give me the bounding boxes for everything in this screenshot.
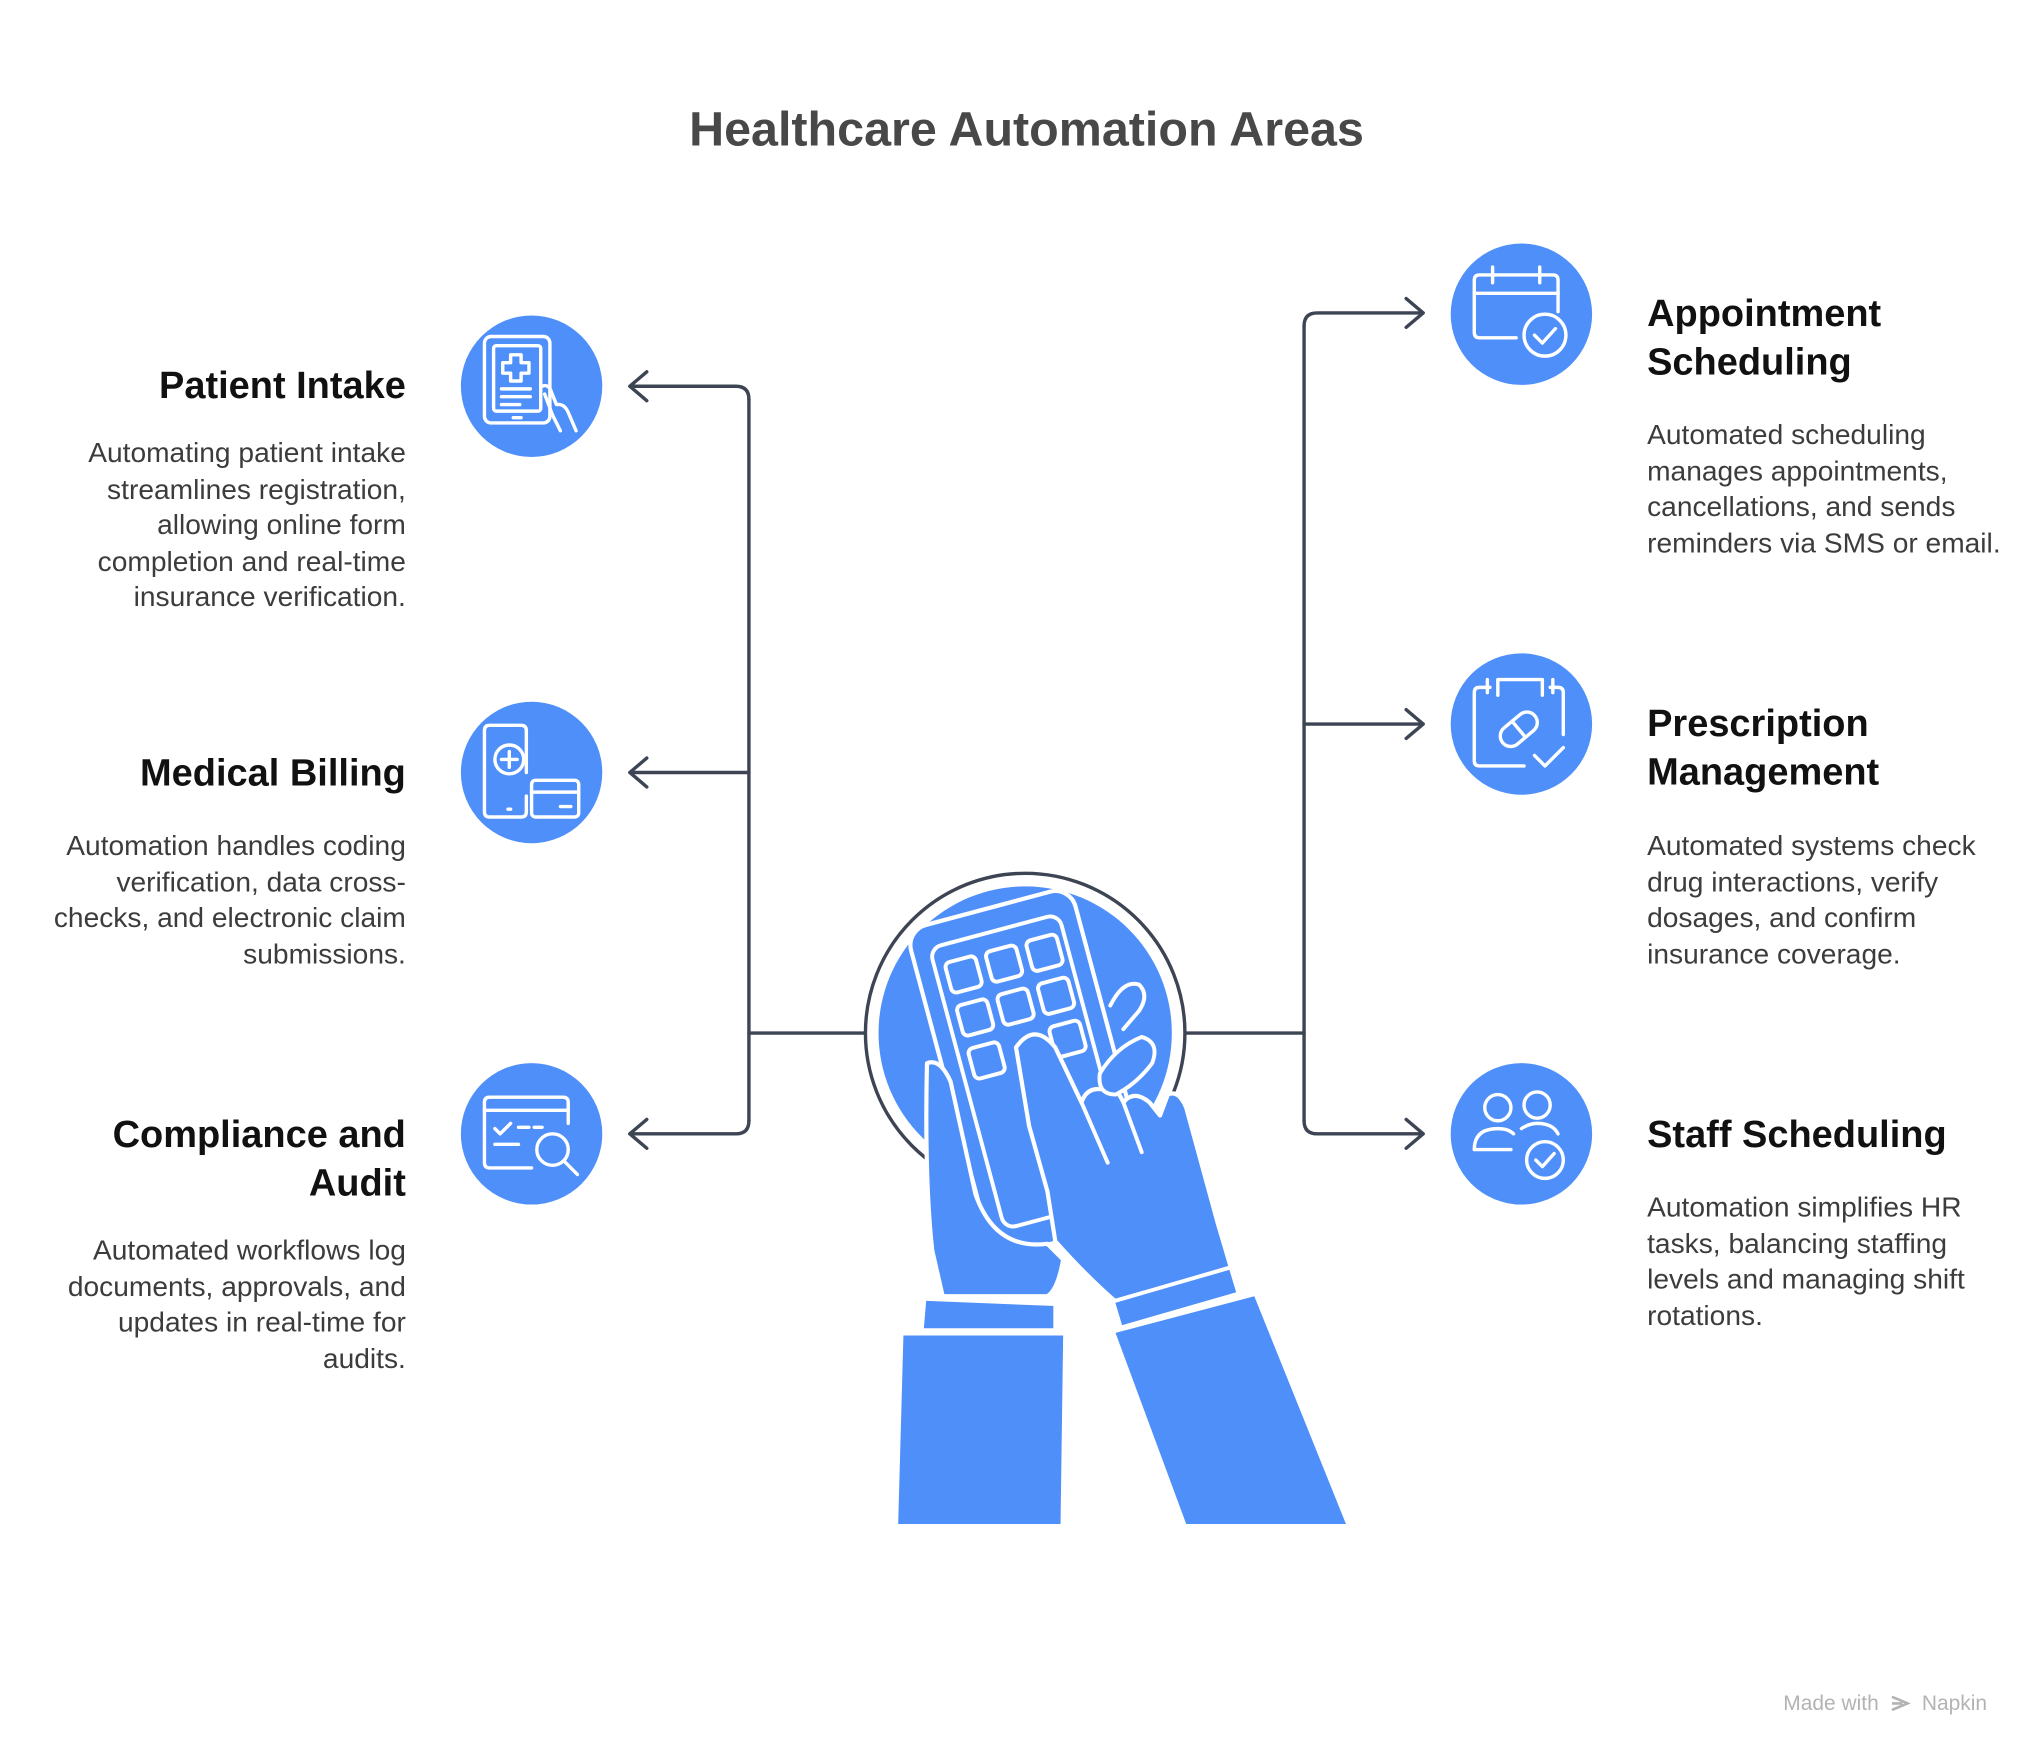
medical-billing-description: Automation handles coding verification, … [53,830,406,970]
arrowhead-appointment [1404,296,1425,330]
patient-intake-description: Automating patient intake streamlines re… [88,437,406,614]
appointment-description: Automated scheduling manages appointment… [1647,418,2001,559]
staff-description: Automation simplifies HR tasks, balancin… [1647,1191,1965,1332]
staff-icon-badge [1450,1063,1593,1205]
arrowhead-prescription [1404,707,1425,741]
patient-intake-title: Patient Intake [158,365,406,408]
calendar-check-icon [1472,265,1568,358]
made-with-label: Made with [1783,1692,1879,1716]
appointment-title: Appointment Scheduling [1647,293,1882,384]
napkin-brand: Napkin [1921,1692,1988,1716]
arrowhead-medical-billing [628,756,649,789]
prescription-icon-badge [1450,653,1593,795]
document-search-icon [482,1095,580,1177]
arrowhead-staff [1404,1117,1425,1150]
compliance-title: Compliance and Audit [112,1114,406,1205]
staff-title: Staff Scheduling [1647,1114,1947,1157]
pill-clipboard-icon [1472,677,1566,768]
connector-staff [1302,1119,1424,1136]
compliance-icon-badge [460,1063,603,1205]
staff-check-icon [1472,1090,1566,1181]
diagram-title: Healthcare Automation Areas [689,102,1364,156]
napkin-logo-icon [1891,1695,1912,1712]
connector-compliance [629,1119,751,1136]
tablet-medical-touch-icon [482,334,578,433]
connector-patient-intake [629,384,751,402]
prescription-title: Prescription Management [1647,703,1880,794]
connector-appointment [1302,311,1424,328]
hands-tablet-keypad-icon [863,871,1346,1525]
medical-billing-title: Medical Billing [140,752,406,795]
patient-intake-icon-badge [460,315,603,457]
prescription-description: Automated systems check drug interaction… [1647,830,1976,970]
arrowhead-compliance [628,1117,649,1150]
medical-billing-icon-badge [460,701,603,844]
phone-card-payment-icon [482,723,581,819]
compliance-description: Automated workflows log documents, appro… [67,1234,406,1375]
made-with-napkin-footer: Made with Napkin [1783,1693,1987,1717]
arrowhead-patient-intake [628,370,649,403]
appointment-icon-badge [1450,243,1593,385]
